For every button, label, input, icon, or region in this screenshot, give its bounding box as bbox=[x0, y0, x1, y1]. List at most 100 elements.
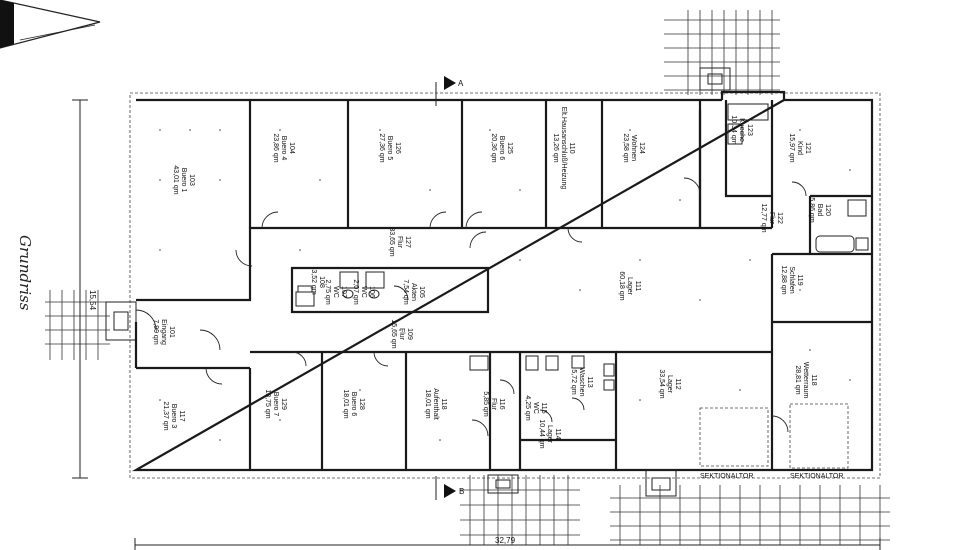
room-label-line: 101 bbox=[168, 326, 175, 338]
room-label-r125: 125Buero 620,36 qm bbox=[490, 133, 513, 162]
room-label-line: WC bbox=[360, 286, 367, 298]
room-label-line: 27,36 qm bbox=[378, 133, 385, 162]
door-swings bbox=[135, 177, 807, 437]
room-label-r121: 121Kind15,97 qm bbox=[788, 133, 811, 162]
room-label-line: 28,81 qm bbox=[794, 365, 801, 394]
room-label-line: Kueche bbox=[738, 118, 745, 142]
room-label-line: Waschen bbox=[578, 368, 585, 397]
exterior-grid-bottom bbox=[460, 475, 890, 545]
room-label-line: 115 bbox=[540, 402, 547, 413]
room-label-line: 126 bbox=[394, 142, 401, 154]
room-label-line: 120 bbox=[824, 204, 831, 216]
room-label-line: 20,36 qm bbox=[490, 133, 497, 162]
room-label-line: 5,86 qm bbox=[808, 197, 815, 222]
room-label-line: 5,85 qm bbox=[482, 391, 489, 416]
room-label-r110: 110Elt.Hausanschluß/Heizung13,26 qm bbox=[552, 107, 575, 190]
room-label-line: 114 bbox=[554, 428, 561, 439]
room-label-r118: 118Wetterraum28,81 qm bbox=[794, 362, 817, 399]
room-label-line: Buero 7 bbox=[272, 392, 279, 417]
room-label-r112: 112Lager33,54 qm bbox=[658, 369, 681, 398]
room-label-line: 3,52 qm bbox=[310, 269, 317, 294]
room-label-line: Elt.Hausanschluß/Heizung bbox=[560, 107, 567, 190]
room-label-r127: 127Flur33,65 qm bbox=[388, 227, 411, 256]
room-label-line: Buero 1 bbox=[180, 168, 187, 193]
room-label-line: 10,44 qm bbox=[538, 419, 545, 448]
room-label-line: 125 bbox=[506, 142, 513, 154]
room-label-line: WC bbox=[332, 286, 339, 298]
room-label-line: 128 bbox=[358, 398, 365, 410]
north-arrow-icon bbox=[0, 0, 101, 49]
room-label-line: 13,75 qm bbox=[264, 389, 271, 418]
room-label-line: 112 bbox=[674, 378, 681, 389]
room-label-line: 7,54 qm bbox=[402, 279, 409, 304]
room-label-r105: 105Akten7,54 qm bbox=[402, 279, 425, 304]
room-label-line: 33,65 qm bbox=[388, 227, 395, 256]
room-label-line: 103 bbox=[188, 174, 195, 186]
room-label-r107: 107WC2,75 qm bbox=[324, 279, 347, 304]
room-label-line: 33,54 qm bbox=[658, 369, 665, 398]
room-label-line: 123 bbox=[746, 124, 753, 136]
plan-title: Grundriss bbox=[16, 235, 34, 311]
room-label-line: 113 bbox=[586, 376, 593, 387]
interior-walls bbox=[134, 100, 872, 470]
room-label-r101: 101Eingang7,99 qm bbox=[152, 319, 175, 345]
section-marker-a: A bbox=[435, 76, 464, 106]
room-label-line: 124 bbox=[638, 142, 645, 154]
sanitary-fixtures bbox=[295, 103, 869, 469]
room-label-line: Kind bbox=[796, 141, 803, 155]
room-label-line: 2,75 qm bbox=[324, 279, 331, 304]
room-label-r114: 114Lager10,44 qm bbox=[538, 419, 561, 448]
room-label-line: 12,88 qm bbox=[780, 265, 787, 294]
room-label-line: 122 bbox=[776, 212, 783, 224]
room-label-r104: 104Buero 423,86 qm bbox=[272, 133, 295, 162]
room-label-line: 107 bbox=[340, 286, 347, 298]
room-label-line: Bad bbox=[816, 204, 823, 217]
room-label-r117: 117Buero 321,37 qm bbox=[162, 401, 185, 430]
room-label-r103: 103Buero 143,01 qm bbox=[172, 165, 195, 194]
room-label-line: Lager bbox=[546, 425, 553, 444]
room-label-line: Wetterraum bbox=[802, 362, 809, 399]
room-label-line: Wohnen bbox=[630, 135, 637, 161]
room-label-line: 117 bbox=[178, 410, 185, 421]
dimension-horizontal bbox=[134, 538, 881, 550]
room-label-r128: 128Buero 618,01 qm bbox=[342, 389, 365, 418]
room-label-line: 121 bbox=[804, 142, 811, 154]
dimension-width: 32,79 bbox=[495, 536, 516, 545]
room-label-r115: 115WC4,25 qm bbox=[524, 395, 547, 420]
room-label-line: 12,77 qm bbox=[760, 203, 767, 232]
room-label-line: Lager bbox=[666, 375, 673, 394]
room-label-r122: 122Flur12,77 qm bbox=[760, 203, 783, 232]
room-label-line: 110 bbox=[568, 142, 575, 153]
room-label-line: 7,99 qm bbox=[152, 319, 159, 344]
room-label-line: 10,34 qm bbox=[730, 115, 737, 144]
room-label-line: 105 bbox=[418, 286, 425, 298]
room-label-line: 15,97 qm bbox=[788, 133, 795, 162]
room-label-line: 21,37 qm bbox=[162, 401, 169, 430]
garage-door-label-1: SEKTIONALTOR bbox=[700, 473, 753, 480]
room-label-line: Buero 6 bbox=[498, 136, 505, 161]
room-label-line: 15,65 qm bbox=[390, 319, 397, 348]
room-label-line: 129 bbox=[280, 398, 287, 410]
room-label-line: Flur bbox=[768, 212, 775, 225]
room-label-line: 104 bbox=[288, 142, 295, 154]
room-label-line: 23,58 qm bbox=[622, 133, 629, 162]
room-label-r111: 111Lager60,18 qm bbox=[618, 271, 641, 300]
room-label-r109: 109Flur15,65 qm bbox=[390, 319, 413, 348]
room-label-line: Buero 6 bbox=[350, 392, 357, 417]
room-label-r119: 119Schlafen12,88 qm bbox=[780, 265, 803, 294]
room-label-r106: 106WC2,07 qm bbox=[352, 279, 375, 304]
room-label-r113: 113Waschen5,72 qm bbox=[570, 368, 593, 397]
room-label-line: 118 bbox=[810, 374, 817, 385]
room-label-line: Akten bbox=[410, 283, 417, 301]
room-label-line: Aufenthalt bbox=[432, 388, 439, 420]
room-label-r123: 123Kueche10,34 qm bbox=[730, 115, 753, 144]
room-label-line: 106 bbox=[368, 286, 375, 298]
room-label-r108: 1083,52 qm bbox=[310, 269, 325, 294]
room-label-line: Buero 3 bbox=[170, 404, 177, 429]
room-label-line: 109 bbox=[406, 328, 413, 340]
outer-walls bbox=[105, 67, 881, 497]
room-label-r129: 129Buero 713,75 qm bbox=[264, 389, 287, 418]
garage-door-label-2: SEKTIONALTOR bbox=[790, 473, 843, 480]
room-label-line: Buero 4 bbox=[280, 136, 287, 161]
